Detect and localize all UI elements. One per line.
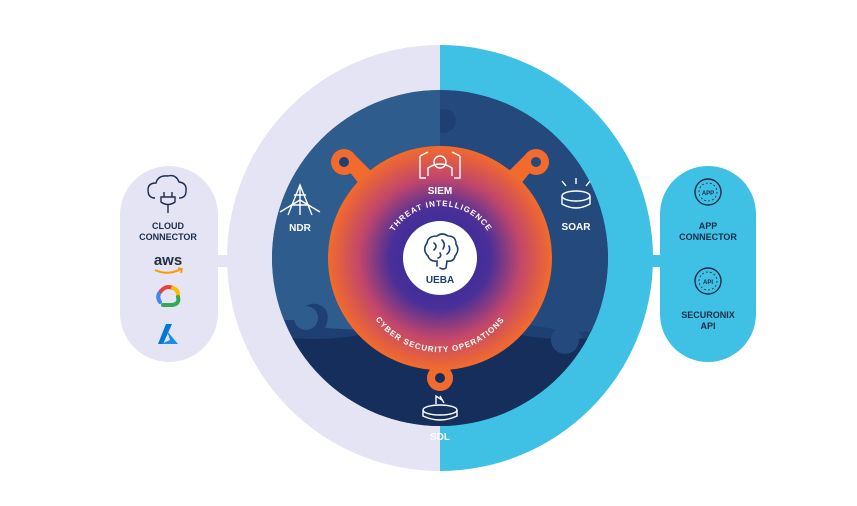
- securonix-api-title-1: SECURONIX: [681, 310, 735, 320]
- app-connector-title-1: APP: [699, 221, 718, 231]
- securonix-api-title-2: API: [700, 321, 715, 331]
- cloud-connector-title-2: CONNECTOR: [139, 232, 197, 242]
- ndr-label: NDR: [289, 223, 311, 234]
- aws-logo: aws: [154, 252, 183, 274]
- svg-text:aws: aws: [154, 252, 182, 269]
- svg-text:API: API: [703, 280, 713, 286]
- google-cloud-logo: [156, 285, 181, 307]
- ndr-icon: [279, 183, 321, 216]
- api-badge-icon: API: [694, 267, 722, 295]
- soar-label: SOAR: [562, 222, 592, 233]
- ueba-label: UEBA: [426, 275, 454, 286]
- siem-icon: [419, 151, 461, 179]
- sdl-label: SDL: [430, 432, 450, 443]
- sdl-icon: [422, 394, 458, 421]
- svg-text:APP: APP: [702, 191, 714, 197]
- soar-icon: [561, 178, 591, 209]
- api-connector-panel: [645, 166, 756, 362]
- siem-label: SIEM: [428, 186, 452, 197]
- cloud-plug-icon: [147, 174, 187, 213]
- cloud-connector-title-1: CLOUD: [152, 221, 184, 231]
- azure-logo: [158, 324, 178, 344]
- app-badge-icon: APP: [694, 178, 722, 206]
- app-connector-title-2: CONNECTOR: [679, 232, 737, 242]
- brain-icon: [423, 233, 459, 270]
